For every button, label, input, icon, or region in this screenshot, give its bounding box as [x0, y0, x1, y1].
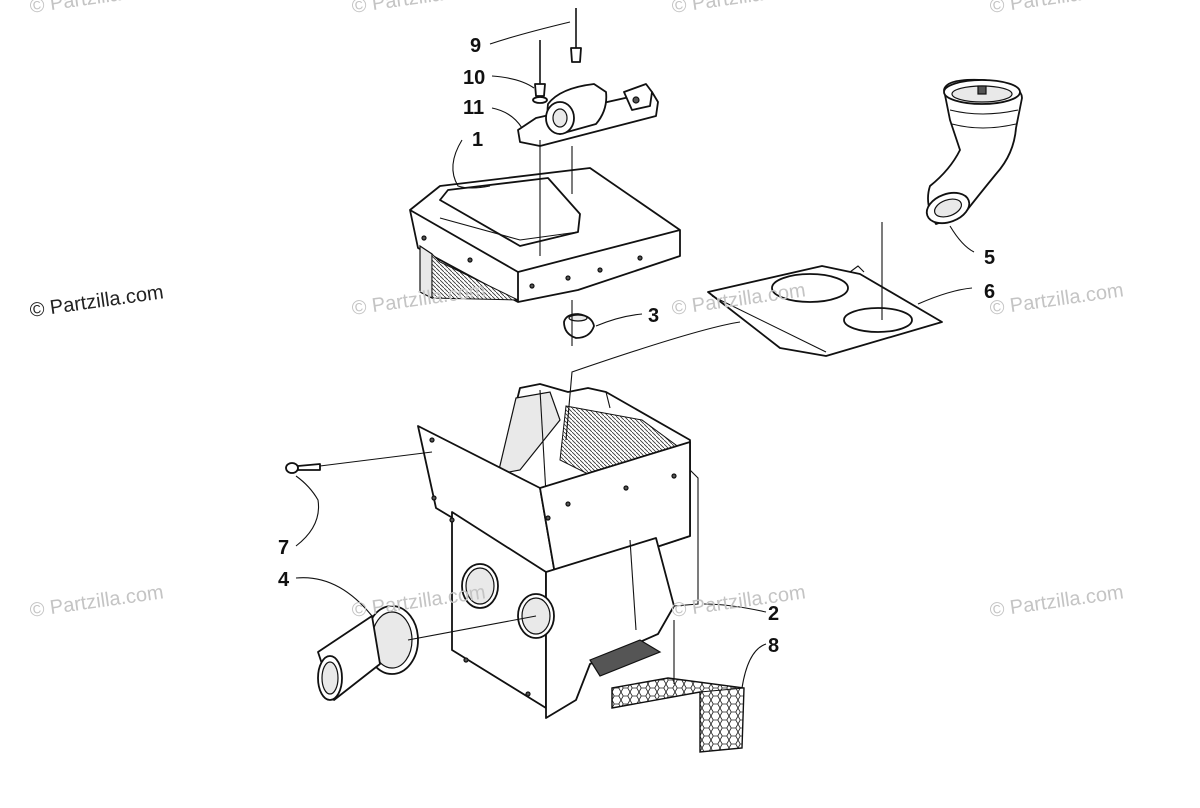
gasket-plate [707, 222, 943, 357]
callout-6: 6 [984, 281, 995, 303]
callout-4: 4 [278, 569, 290, 591]
mesh-screen [611, 620, 745, 753]
air-box-lid [409, 140, 681, 303]
intake-boot [317, 605, 537, 701]
callout-7: 7 [278, 537, 289, 559]
callout-1: 1 [472, 129, 483, 151]
bolt-long [570, 8, 582, 63]
bolt-short [532, 40, 548, 104]
air-box-body [417, 383, 699, 719]
callout-9: 9 [470, 35, 481, 57]
grommet [563, 300, 595, 346]
intake-elbow [925, 78, 1023, 225]
callout-2: 2 [768, 603, 779, 625]
callout-10: 10 [463, 67, 485, 89]
callout-5: 5 [984, 247, 995, 269]
screw [285, 451, 433, 474]
leader-lines [295, 21, 975, 689]
callout-3: 3 [648, 305, 659, 327]
upper-bracket [517, 83, 659, 147]
callout-8: 8 [768, 635, 779, 657]
callout-11: 11 [463, 97, 484, 119]
